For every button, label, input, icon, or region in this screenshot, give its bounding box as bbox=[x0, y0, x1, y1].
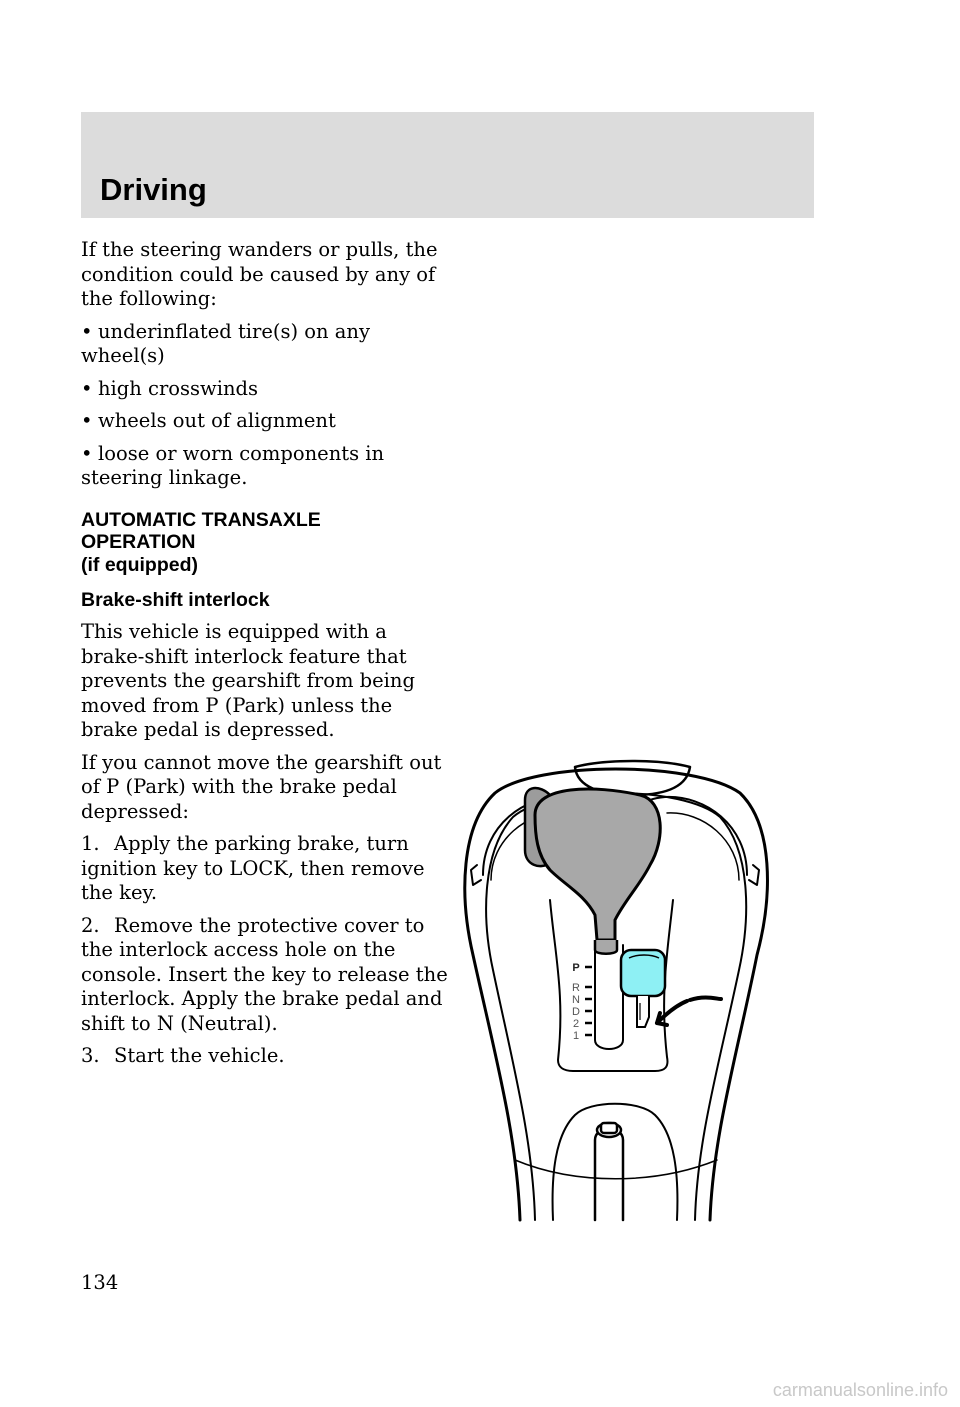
watermark: carmanualsonline.info bbox=[772, 1380, 948, 1400]
gear-label-2: 2 bbox=[573, 1018, 579, 1030]
key-icon bbox=[619, 948, 667, 1028]
bullet-item: •loose or worn components in steering li… bbox=[81, 441, 385, 490]
gear-label-p: P bbox=[572, 962, 579, 974]
section-heading: AUTOMATIC TRANSAXLE OPERATION (if equipp… bbox=[81, 508, 321, 576]
gear-label-1: 1 bbox=[573, 1030, 579, 1042]
gearshift-console-illustration: P R N D 2 1 bbox=[463, 759, 769, 1222]
body-text-column: If the steering wanders or pulls, the co… bbox=[81, 238, 451, 1077]
bullet-icon: • bbox=[81, 319, 93, 343]
header-band bbox=[81, 112, 814, 218]
paragraph: If you cannot move the gearshift out of … bbox=[81, 750, 442, 823]
gear-label-d: D bbox=[572, 1006, 580, 1018]
gearshift-knob bbox=[523, 786, 662, 955]
bullet-item: •wheels out of alignment bbox=[81, 409, 336, 432]
step-item: 3.Start the vehicle. bbox=[81, 1044, 285, 1067]
arrow-icon bbox=[655, 995, 723, 1027]
page-number: 134 bbox=[81, 1271, 119, 1294]
bullet-icon: • bbox=[81, 441, 93, 465]
gear-label-r: R bbox=[572, 982, 580, 994]
step-item: 2.Remove the protective cover to the int… bbox=[81, 913, 448, 1035]
section-title: Driving bbox=[100, 172, 207, 207]
bullet-item: •underinflated tire(s) on any wheel(s) bbox=[81, 319, 371, 368]
gear-label-n: N bbox=[572, 994, 580, 1006]
subheading: Brake-shift interlock bbox=[81, 589, 270, 611]
bullet-icon: • bbox=[81, 376, 93, 400]
paragraph: This vehicle is equipped with a brake-sh… bbox=[81, 620, 415, 741]
intro-paragraph: If the steering wanders or pulls, the co… bbox=[81, 238, 438, 310]
step-item: 1.Apply the parking brake, turn ignition… bbox=[81, 832, 425, 904]
bullet-item: •high crosswinds bbox=[81, 376, 259, 400]
bullet-icon: • bbox=[81, 409, 93, 432]
